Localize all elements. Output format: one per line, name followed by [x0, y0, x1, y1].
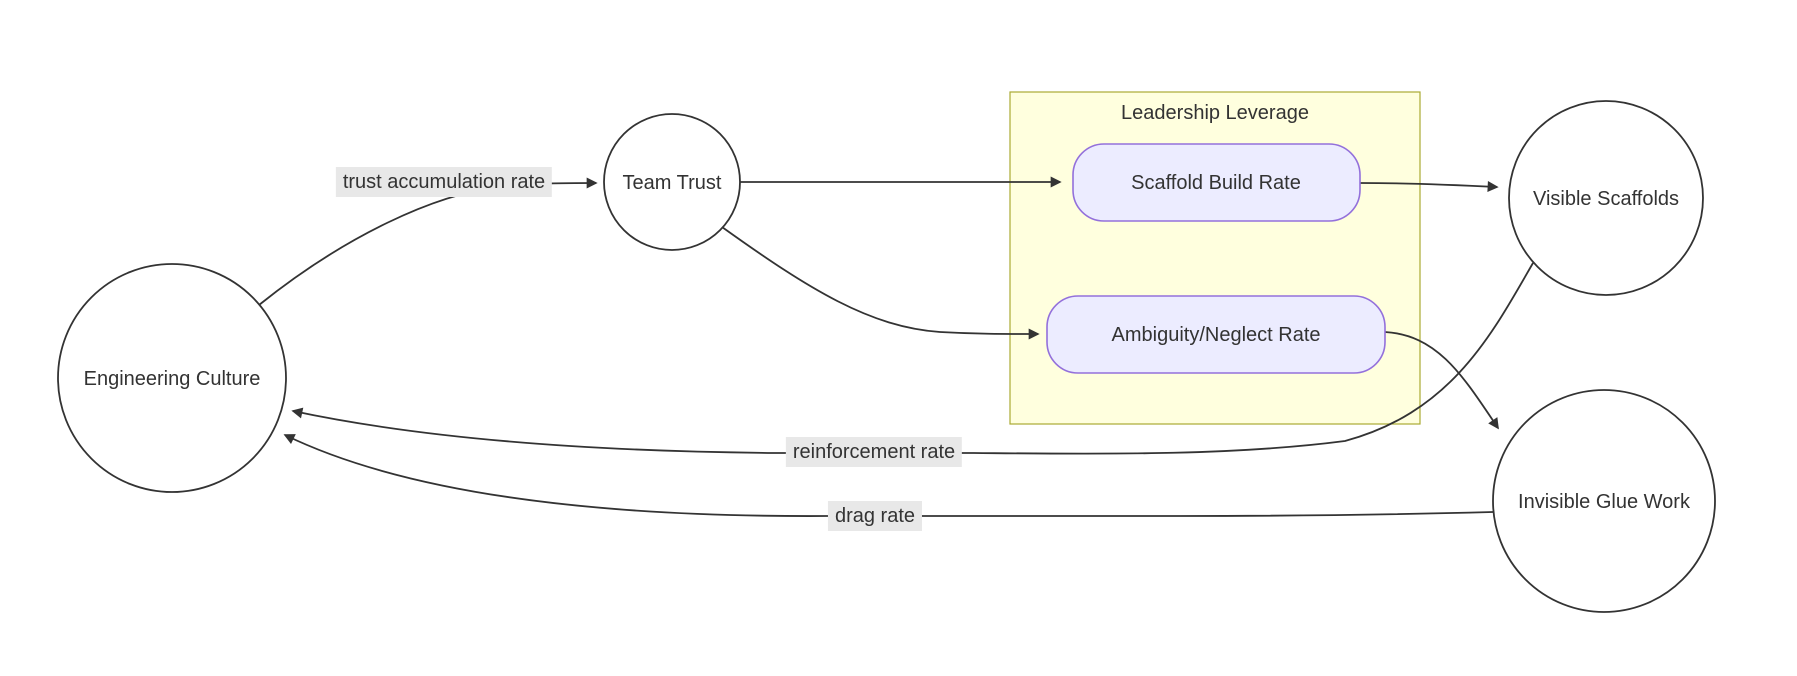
edge-invisible-glue-work-to-engineering-culture [283, 434, 1494, 517]
node-scaffold-build-rate [1072, 143, 1361, 222]
edge-label-drag-rate: drag rate [827, 501, 923, 531]
edge-team-trust-to-ambiguity-neglect-rate [721, 226, 1040, 340]
node-label-scaffold-build-rate: Scaffold Build Rate [1131, 172, 1301, 194]
node-label-ambiguity-neglect-rate: Ambiguity/Neglect Rate [1111, 324, 1321, 346]
node-label-visible-scaffolds: Visible Scaffolds [1532, 188, 1680, 210]
node-label-engineering-culture: Engineering Culture [83, 368, 261, 390]
edge-label-reinforcement-rate: reinforcement rate [785, 437, 963, 467]
edge-engineering-culture-to-team-trust [258, 177, 598, 306]
edge-label-trust-accumulation-rate: trust accumulation rate [335, 167, 553, 197]
edge-ambiguity-neglect-rate-to-invisible-glue-work [1384, 331, 1499, 430]
node-label-invisible-glue-work: Invisible Glue Work [1518, 491, 1690, 513]
cluster-leadership-leverage [1009, 91, 1421, 425]
edge-visible-scaffolds-to-engineering-culture [291, 262, 1534, 455]
edge-scaffold-build-rate-to-visible-scaffolds [1359, 181, 1499, 193]
node-engineering-culture [57, 263, 287, 493]
node-team-trust [603, 113, 741, 251]
node-label-team-trust: Team Trust [622, 172, 722, 194]
cluster-title: Leadership Leverage [1121, 102, 1309, 124]
node-invisible-glue-work [1492, 389, 1716, 613]
node-ambiguity-neglect-rate [1046, 295, 1386, 374]
node-visible-scaffolds [1508, 100, 1704, 296]
